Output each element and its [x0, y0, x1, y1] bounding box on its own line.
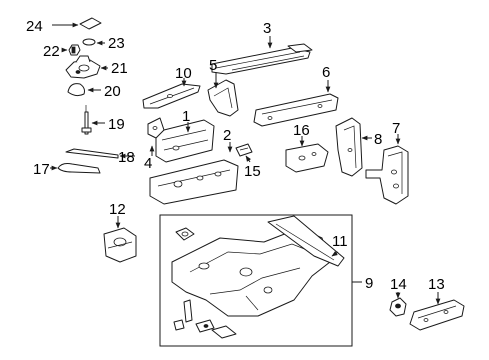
callout-7: 7 — [392, 120, 400, 137]
part-21-bracket — [65, 55, 108, 79]
callout-2: 2 — [223, 127, 231, 144]
part-23-clip — [82, 38, 105, 46]
part-7-support — [365, 134, 409, 205]
callout-20: 20 — [104, 83, 121, 100]
part-13-rail — [409, 292, 465, 331]
callout-3: 3 — [263, 20, 271, 37]
part-22-nut — [61, 44, 81, 56]
part-9-group-box — [159, 214, 353, 347]
callout-22: 22 — [43, 43, 60, 60]
callout-19: 19 — [108, 116, 125, 133]
callout-1: 1 — [182, 108, 190, 125]
callout-5: 5 — [209, 57, 217, 74]
callout-6: 6 — [322, 64, 330, 81]
part-17-trim — [50, 163, 101, 174]
callout-24: 24 — [26, 18, 43, 35]
callout-18: 18 — [118, 149, 135, 166]
part-19-rod — [81, 105, 105, 135]
part-5-bracket — [207, 72, 239, 117]
part-1-panel — [155, 119, 215, 163]
callout-12: 12 — [109, 201, 126, 218]
callout-17: 17 — [33, 161, 50, 178]
part-9-floor-pan — [171, 227, 331, 317]
part-6-crossmember — [253, 80, 339, 127]
part-20-cap — [67, 83, 101, 97]
callout-13: 13 — [428, 276, 445, 293]
callout-8: 8 — [374, 131, 382, 148]
part-4-bracket — [147, 117, 165, 156]
part-14-fastener — [389, 292, 407, 317]
callout-14: 14 — [390, 276, 407, 293]
part-18-rod — [65, 148, 135, 159]
callout-11: 11 — [332, 233, 348, 250]
part-8-pillar — [335, 117, 372, 177]
part-24-pad — [52, 17, 102, 30]
callout-21: 21 — [111, 60, 128, 77]
callout-15: 15 — [244, 163, 261, 180]
part-2-dash-panel — [149, 142, 239, 205]
part-15-clips — [235, 143, 253, 163]
part-9-small-brackets — [173, 299, 237, 339]
part-16-bracket — [285, 136, 329, 173]
part-3-rail — [211, 36, 313, 75]
part-11-rail — [267, 215, 345, 267]
callout-4: 4 — [144, 155, 152, 172]
part-12-mount — [103, 216, 137, 263]
callout-10: 10 — [175, 65, 192, 82]
callout-9: 9 — [365, 275, 373, 292]
part-10-reinforcement — [142, 78, 201, 109]
callout-16: 16 — [293, 122, 310, 139]
callout-23: 23 — [108, 35, 125, 52]
